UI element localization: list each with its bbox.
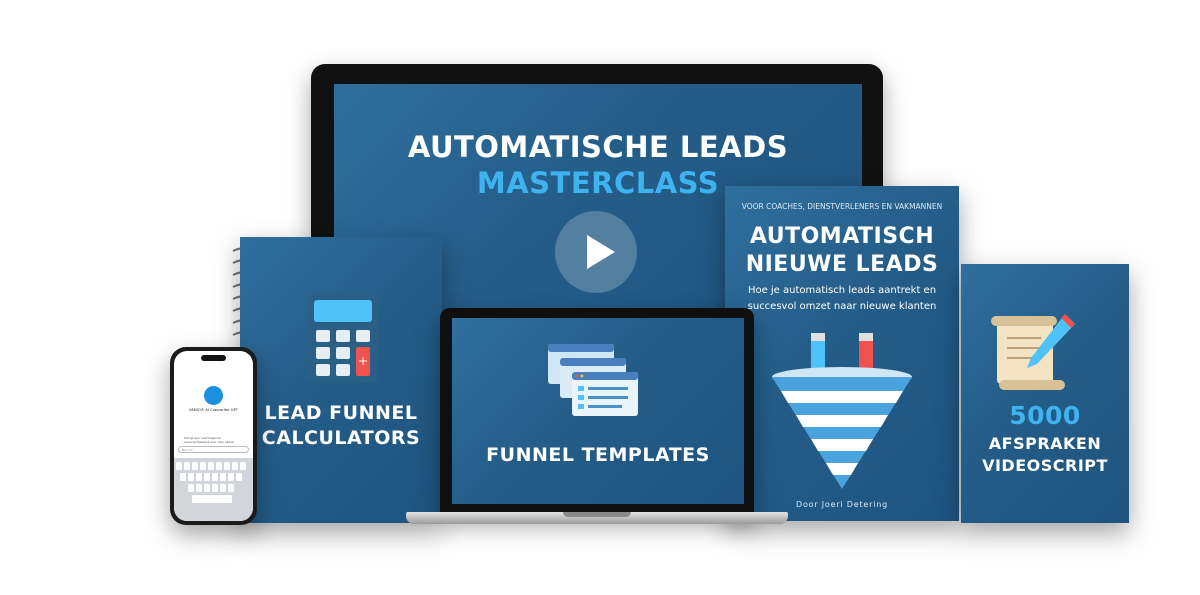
play-button[interactable] — [555, 211, 637, 293]
on-screen-keyboard[interactable] — [174, 458, 253, 521]
browser-windows-icon — [548, 344, 648, 444]
laptop-base — [406, 512, 788, 524]
funnel-templates-title: FUNNEL TEMPLATES — [486, 444, 710, 466]
chat-message: Schrijf een overtuigende advertentieteks… — [184, 436, 235, 444]
videoscript-card: 5000 AFSPRAKEN VIDEOSCRIPT — [961, 264, 1129, 523]
book-title-line2: NIEUWE LEADS — [745, 252, 939, 277]
dynamic-island — [201, 355, 226, 361]
book-title-line1: AUTOMATISCH — [749, 224, 935, 249]
book-supertitle: VOOR COACHES, DIENSTVERLENERS EN VAKMANN… — [741, 202, 943, 211]
svg-text:+: + — [358, 354, 368, 368]
lead-funnel-calculators-notebook: + LEAD FUNNEL CALCULATORS — [240, 237, 442, 523]
magnet-funnel-icon — [769, 329, 915, 493]
masterclass-title-line1: AUTOMATISCHE LEADS — [407, 130, 789, 164]
play-icon — [587, 235, 615, 269]
videoscript-number: 5000 — [1009, 401, 1081, 430]
app-name: VAMIO® AI Copywriter GPT — [189, 408, 238, 412]
notebook-title-line2: CALCULATORS — [261, 427, 421, 449]
book-subtitle-line1: Hoe je automatisch leads aantrekt en — [747, 285, 937, 296]
videoscript-line1: AFSPRAKEN — [988, 434, 1102, 453]
book-author: Door Joeri Detering — [795, 500, 888, 509]
chat-input[interactable]: Bericht — [178, 446, 249, 453]
masterclass-title-line2: MASTERCLASS — [476, 166, 720, 200]
phone-screen: VAMIO® AI Copywriter GPT Schrijf een ove… — [174, 351, 253, 521]
notebook-title-line1: LEAD FUNNEL — [264, 402, 418, 424]
book-subtitle-line2: succesvol omzet naar nieuwe klanten — [747, 301, 937, 312]
funnel-templates-screen: FUNNEL TEMPLATES — [452, 318, 744, 504]
app-logo-icon — [204, 386, 223, 405]
scroll-pen-icon — [985, 308, 1081, 396]
calculator-icon: + — [308, 293, 378, 387]
ebook-cover: VOOR COACHES, DIENSTVERLENERS EN VAKMANN… — [725, 186, 959, 521]
laptop-notch — [563, 512, 631, 517]
videoscript-line2: VIDEOSCRIPT — [982, 456, 1108, 475]
